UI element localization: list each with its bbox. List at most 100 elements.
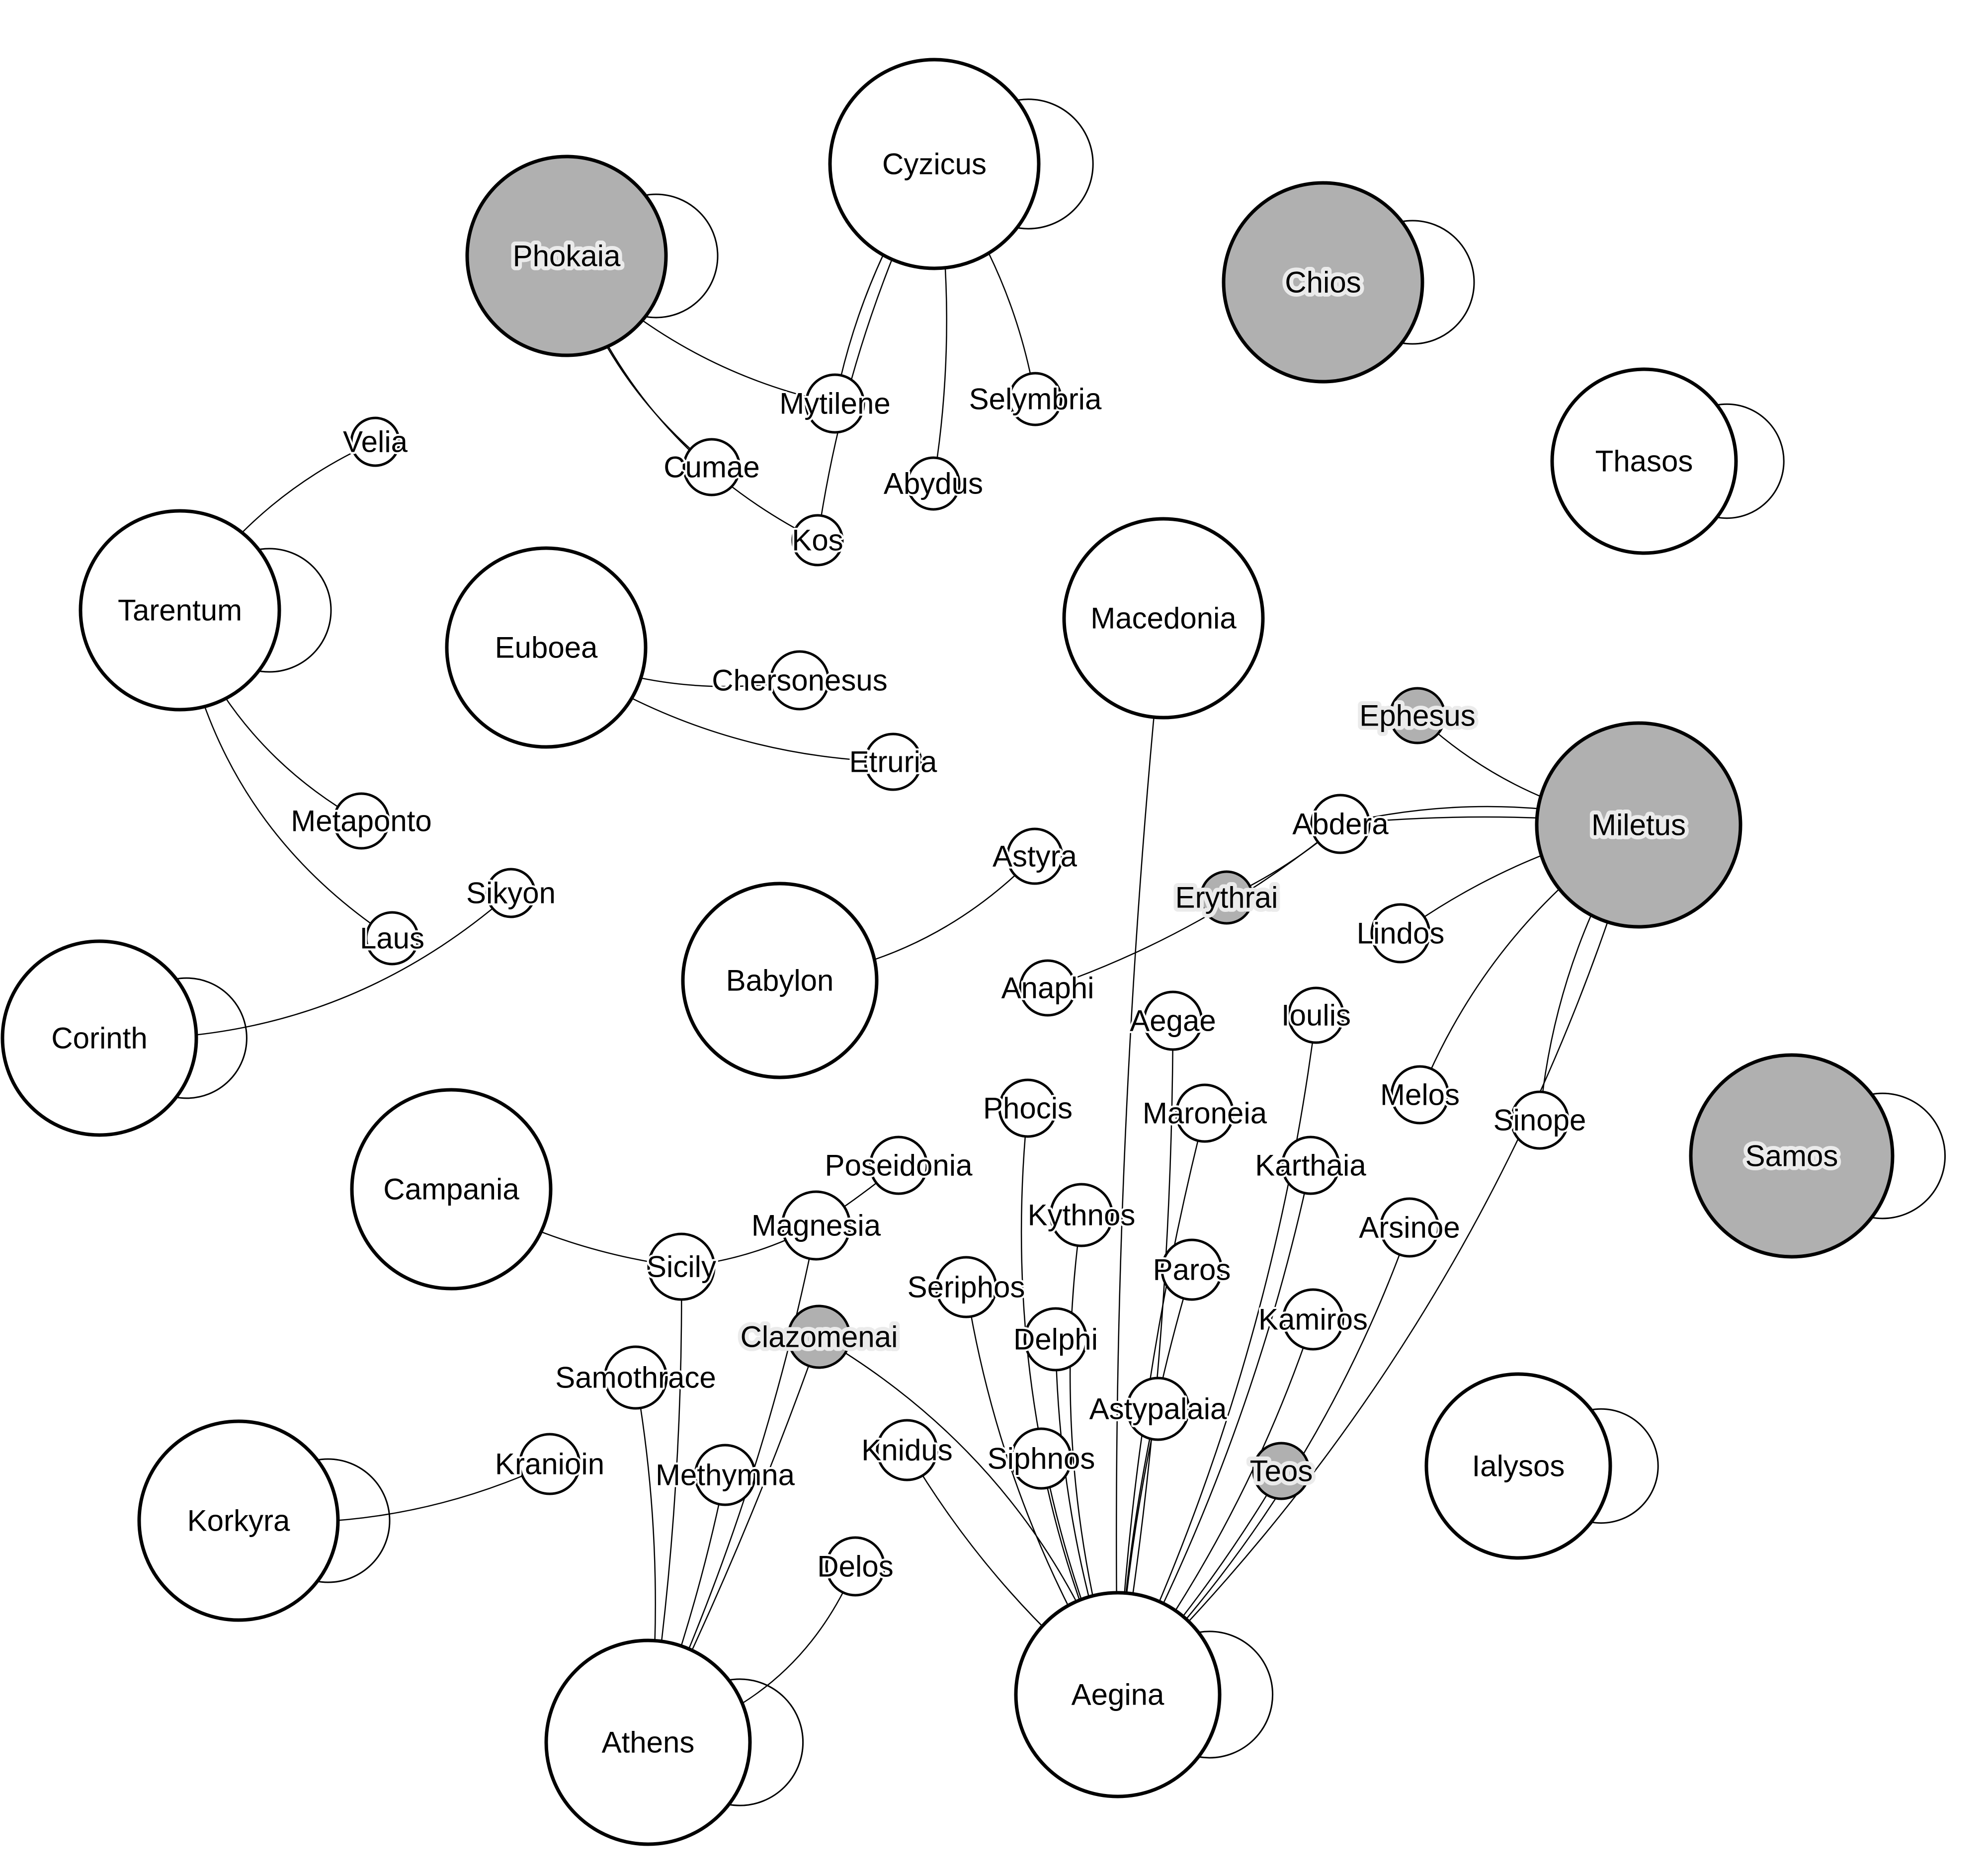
node-karthaia[interactable] (1281, 1136, 1340, 1195)
node-sicily[interactable] (647, 1232, 716, 1301)
node-teos[interactable] (1252, 1442, 1311, 1500)
label-mytilene: Mytilene (779, 387, 890, 420)
node-maroneia[interactable] (1175, 1083, 1235, 1143)
node-cumae[interactable] (682, 438, 741, 496)
node-erythrai[interactable] (1199, 870, 1254, 925)
edge-ioulis-aegina (1117, 1015, 1317, 1695)
label-etruria: Etruria (849, 745, 937, 779)
node-lindos[interactable] (1370, 903, 1431, 964)
label-paros: Paros (1153, 1253, 1231, 1287)
node-abydus[interactable] (906, 456, 961, 511)
node-sinope[interactable] (1510, 1090, 1570, 1150)
node-sikyon[interactable] (486, 868, 536, 918)
label-sinope: Sinope (1493, 1104, 1586, 1137)
node-macedonia[interactable] (1062, 517, 1265, 720)
label-cumae: Cumae (663, 451, 759, 484)
node-babylon[interactable] (681, 882, 879, 1079)
label-babylon: Babylon (726, 964, 834, 997)
node-selymbria[interactable] (1008, 372, 1063, 426)
label-ioulis: Ioulis (1281, 999, 1351, 1032)
node-arsinoe[interactable] (1379, 1197, 1440, 1258)
node-knidus[interactable] (876, 1419, 938, 1481)
label-karthaia: Karthaia (1255, 1149, 1366, 1182)
node-aegae[interactable] (1143, 990, 1203, 1051)
label-miletus: Miletus (1591, 809, 1686, 842)
label-metaponto: Metaponto (291, 805, 432, 838)
label-kythnos: Kythnos (1028, 1199, 1136, 1232)
label-tarentum: Tarentum (118, 594, 242, 627)
node-kranioin[interactable] (518, 1433, 581, 1495)
node-magnesia[interactable] (781, 1190, 851, 1261)
node-cyzicus[interactable] (828, 58, 1041, 270)
label-abdera: Abdera (1292, 808, 1389, 841)
node-korkyra[interactable] (137, 1419, 340, 1622)
label-siphnos: Siphnos (988, 1442, 1095, 1475)
node-etruria[interactable] (864, 733, 922, 791)
node-methymna[interactable] (694, 1444, 756, 1506)
node-poseidonia[interactable] (869, 1136, 928, 1195)
label-delos: Delos (817, 1550, 893, 1583)
label-euboea: Euboea (495, 631, 598, 664)
label-macedonia: Macedonia (1090, 602, 1237, 635)
node-chios[interactable] (1222, 181, 1424, 384)
label-knidus: Knidus (861, 1434, 952, 1467)
node-velia[interactable] (350, 416, 401, 467)
label-teos: Teos (1250, 1455, 1313, 1488)
node-miletus[interactable] (1535, 721, 1742, 929)
label-campania: Campania (383, 1173, 519, 1206)
edge-macedonia-aegina (1115, 618, 1164, 1695)
label-samothrace: Samothrace (555, 1361, 716, 1394)
node-paros[interactable] (1160, 1238, 1223, 1301)
node-delphi[interactable] (1023, 1307, 1088, 1372)
label-astypalaia: Astypalaia (1089, 1392, 1227, 1426)
node-ioulis[interactable] (1287, 986, 1345, 1044)
node-siphnos[interactable] (1010, 1427, 1073, 1490)
node-phocis[interactable] (998, 1078, 1058, 1138)
node-samothrace[interactable] (603, 1345, 668, 1410)
node-chersonesus[interactable] (769, 650, 830, 711)
node-euboea[interactable] (445, 546, 648, 749)
label-phokaia: Phokaia (513, 240, 621, 273)
node-abdera[interactable] (1310, 794, 1371, 854)
label-chersonesus: Chersonesus (712, 664, 888, 697)
label-magnesia: Magnesia (751, 1209, 881, 1242)
node-clazomenai[interactable] (787, 1304, 851, 1369)
label-athens: Athens (602, 1726, 695, 1759)
node-samos[interactable] (1689, 1053, 1895, 1259)
label-laus: Laus (360, 922, 424, 955)
node-astyra[interactable] (1006, 827, 1064, 885)
label-velia: Velia (343, 425, 408, 459)
label-korkyra: Korkyra (187, 1504, 290, 1538)
label-lindos: Lindos (1357, 917, 1445, 950)
node-astypalaia[interactable] (1126, 1377, 1190, 1441)
label-maroneia: Maroneia (1143, 1097, 1267, 1130)
node-seriphos[interactable] (935, 1256, 997, 1318)
node-delos[interactable] (825, 1536, 886, 1597)
node-phokaia[interactable] (465, 155, 668, 357)
label-aegina: Aegina (1072, 1678, 1164, 1711)
node-thasos[interactable] (1550, 367, 1738, 555)
node-tarentum[interactable] (79, 509, 281, 712)
node-laus[interactable] (365, 911, 419, 966)
node-ephesus[interactable] (1389, 687, 1446, 744)
node-kamiros[interactable] (1282, 1288, 1344, 1351)
node-anaphi[interactable] (1019, 959, 1077, 1017)
label-sicily: Sicily (647, 1250, 716, 1284)
label-kamiros: Kamiros (1258, 1303, 1368, 1336)
node-ialysos[interactable] (1424, 1372, 1612, 1560)
node-metaponto[interactable] (332, 792, 390, 850)
node-athens[interactable] (544, 1638, 752, 1846)
node-melos[interactable] (1390, 1065, 1450, 1125)
node-mytilene[interactable] (805, 373, 865, 434)
node-kos[interactable] (791, 514, 844, 567)
node-aegina[interactable] (1014, 1591, 1222, 1798)
node-corinth[interactable] (0, 939, 198, 1137)
node-campania[interactable] (350, 1088, 553, 1291)
label-kos: Kos (792, 524, 843, 557)
label-melos: Melos (1380, 1078, 1460, 1112)
node-kythnos[interactable] (1049, 1183, 1114, 1247)
label-ialysos: Ialysos (1472, 1450, 1565, 1483)
label-kranioin: Kranioin (495, 1448, 604, 1481)
